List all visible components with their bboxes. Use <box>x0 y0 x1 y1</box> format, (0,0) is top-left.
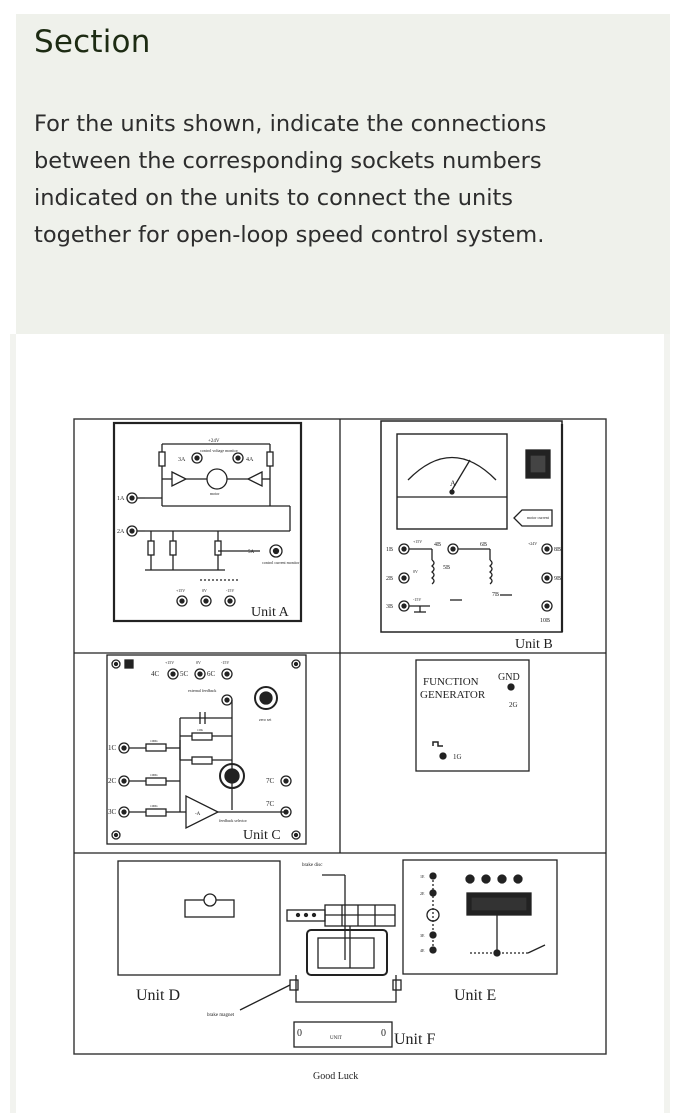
unit-d-brake-magnet: brake magnet <box>207 1013 235 1018</box>
unit-a-p15: +15V <box>176 588 185 593</box>
unit-b-8b: 8B <box>554 547 561 553</box>
unit-c-zero-set: zero set <box>259 717 272 722</box>
unit-c-panel <box>106 654 307 845</box>
unit-c-r1: 100K <box>150 739 158 743</box>
unit-a-4a: 4A <box>246 457 254 463</box>
section-header <box>16 14 670 334</box>
unit-f-label: Unit F <box>394 1031 435 1048</box>
unit-c-m15: -15V <box>221 660 229 665</box>
unit-c-7c-a: 7C <box>266 777 275 785</box>
card-shadow-left <box>10 334 16 1113</box>
unit-c-3c: 3C <box>108 808 117 816</box>
unit-a-0v: 0V <box>202 588 207 593</box>
unit-c-p15: +15V <box>165 660 174 665</box>
fg-gnd: GND <box>498 672 520 683</box>
unit-c-fb-sel: feedback selector <box>219 818 248 823</box>
unit-c-r4: 10K <box>197 728 204 732</box>
unit-f-zero-right: 0 <box>381 1028 386 1039</box>
unit-d-label: Unit D <box>136 987 180 1004</box>
unit-d-brake-disc: brake disc <box>302 863 323 868</box>
fg-2g: 2G <box>509 701 518 709</box>
unit-f-panel <box>293 1021 393 1048</box>
question-text: For the units shown, indicate the connec… <box>34 111 547 248</box>
unit-b-motor-current: motor current <box>527 515 550 520</box>
unit-b-0v: 0V <box>413 569 418 574</box>
unit-b-1b: 1B <box>386 547 393 553</box>
unit-d-panel <box>117 860 402 1011</box>
fg-line1: FUNCTION <box>423 676 479 688</box>
unit-e-4e: 4E <box>420 948 425 953</box>
unit-b-p15: +15V <box>413 539 422 544</box>
fg-1g: 1G <box>453 753 462 761</box>
unit-b-9b: 9B <box>554 576 561 582</box>
unit-c-7c-b: 7C <box>266 800 275 808</box>
unit-a-motor: motor <box>210 491 220 496</box>
unit-c-1c: 1C <box>108 744 117 752</box>
unit-c-r2: 100K <box>150 773 158 777</box>
unit-a-2a: 2A <box>117 529 125 535</box>
unit-c-4c: 4C <box>151 670 160 678</box>
unit-b-p24: +24V <box>528 541 537 546</box>
unit-a-panel <box>112 421 303 623</box>
unit-c-r3: 100K <box>150 804 158 808</box>
unit-b-2b: 2B <box>386 576 393 582</box>
unit-b-3b: 3B <box>386 604 393 610</box>
unit-a-24v: +24V <box>208 439 220 444</box>
unit-e-1e: 1E <box>420 874 425 879</box>
unit-c-label: Unit C <box>243 828 281 843</box>
section-title: Section <box>34 24 151 60</box>
unit-c-5c: 5C <box>180 670 189 678</box>
card-shadow-right <box>664 334 670 1113</box>
unit-a-1a: 1A <box>117 496 125 502</box>
unit-a-label: Unit A <box>251 605 290 620</box>
unit-c-2c: 2C <box>108 777 117 785</box>
unit-a-3a: 3A <box>178 457 186 463</box>
unit-b-10b: 10B <box>540 618 550 624</box>
unit-c-0v: 0V <box>196 660 201 665</box>
unit-a-m15: -15V <box>226 588 234 593</box>
unit-b-label: Unit B <box>515 637 553 652</box>
unit-a-5a: 5A <box>248 550 255 555</box>
unit-a-ctrl-i: control current monitor <box>262 560 300 565</box>
unit-c-amp: -A <box>195 812 201 817</box>
unit-b-5b: 5B <box>443 565 450 571</box>
good-luck-text: Good Luck <box>313 1071 358 1082</box>
unit-f-zero-left: 0 <box>297 1028 302 1039</box>
unit-b-7b: 7B <box>492 592 499 598</box>
fg-line2: GENERATOR <box>420 689 486 701</box>
unit-e-label: Unit E <box>454 987 496 1004</box>
unit-e-panel <box>402 859 558 975</box>
unit-c-ext-fb: external feedback <box>188 688 216 693</box>
unit-b-4b: 4B <box>434 542 441 548</box>
unit-b-panel <box>380 420 564 633</box>
unit-b-meter-a: A <box>450 479 456 488</box>
unit-b-6b: 6B <box>480 542 487 548</box>
unit-a-ctrl-v: control voltage monitor <box>200 448 238 453</box>
unit-e-3e: 3E <box>420 933 425 938</box>
unit-f-scale: UNIT <box>330 1036 342 1041</box>
unit-b-m15: -15V <box>413 597 421 602</box>
unit-c-6c: 6C <box>207 670 216 678</box>
diagram-grid <box>73 418 607 1055</box>
unit-e-2e: 2E <box>420 891 425 896</box>
function-generator-panel <box>415 659 530 772</box>
